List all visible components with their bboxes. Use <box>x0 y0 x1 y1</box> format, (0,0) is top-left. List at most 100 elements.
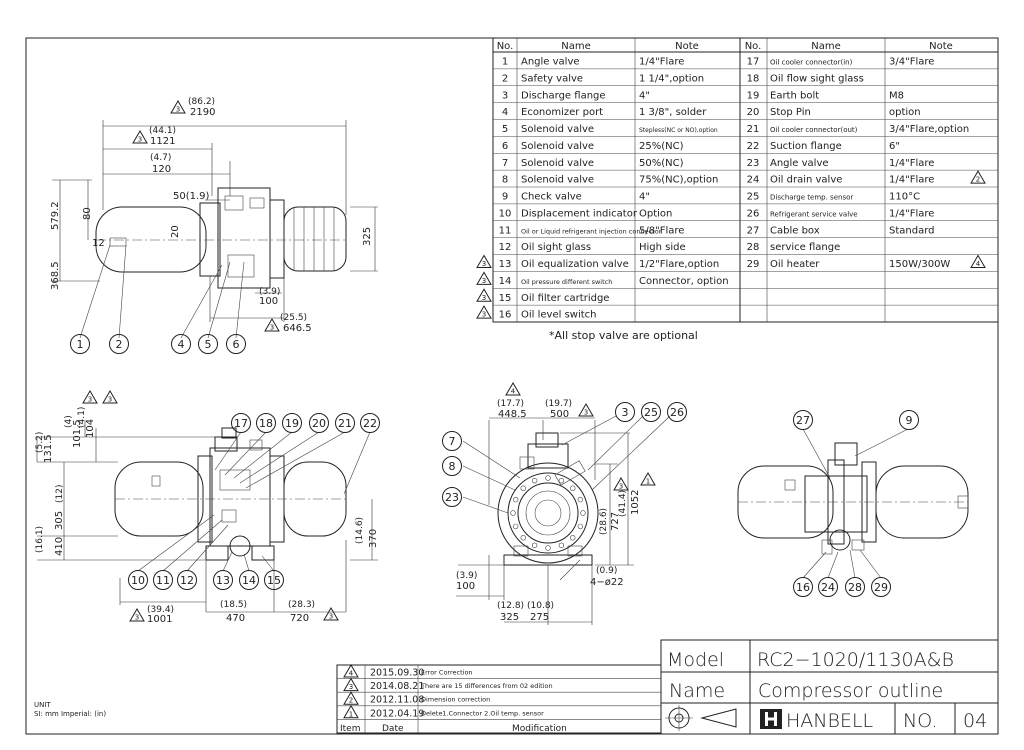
part-no: 23 <box>747 158 760 169</box>
svg-text:101.5: 101.5 <box>72 419 83 448</box>
callout-number: 24 <box>821 581 835 594</box>
callout-19: 19 <box>282 413 302 433</box>
title-block: Model RC2−1020/1130A&B Name Compressor o… <box>660 639 999 735</box>
revision-triangle-icon: 4 <box>343 664 359 678</box>
revision-number: 4 <box>511 388 516 396</box>
callout-22: 22 <box>360 413 380 433</box>
svg-text:104: 104 <box>85 419 96 438</box>
revision-triangle-icon: 3 <box>170 100 186 114</box>
part-name: Solenoid valve <box>521 141 594 152</box>
table-revision-mark-icon: 2 <box>970 170 986 184</box>
revision-number: 2 <box>349 697 353 705</box>
part-no: 8 <box>502 175 508 186</box>
bolt-hole <box>577 523 584 530</box>
part-note: 4" <box>639 192 650 203</box>
table-revision-mark-icon: 3 <box>476 288 492 302</box>
part-no: 5 <box>502 124 508 135</box>
callout-23: 23 <box>442 487 462 507</box>
projection-symbol-icon <box>665 705 737 731</box>
svg-text:1052: 1052 <box>630 490 641 515</box>
unit-detail: SI: mm Imperial: (in) <box>34 710 106 718</box>
table-header: Note <box>675 41 699 52</box>
table-header: No. <box>497 41 514 52</box>
part-no: 7 <box>502 158 508 169</box>
part-note: Standard <box>889 225 935 236</box>
callout-number: 28 <box>848 581 862 594</box>
part-name: Oil cooler connector(out) <box>770 126 858 134</box>
callout-12: 12 <box>177 570 197 590</box>
revision-number: 3 <box>270 324 274 332</box>
model-label: Model <box>667 649 724 671</box>
callout-number: 18 <box>259 417 273 430</box>
part-note: 150W/300W <box>889 259 950 270</box>
brand-name: HANBELL <box>786 710 873 732</box>
table-header: Note <box>929 41 953 52</box>
revision-triangle-icon: 1 <box>640 472 656 486</box>
callout-17: 17 <box>231 413 251 433</box>
revision-number: 4 <box>349 670 354 678</box>
part-name: Angle valve <box>521 57 580 68</box>
callout-20: 20 <box>309 413 329 433</box>
front-view-flange <box>497 462 599 564</box>
part-name: Solenoid valve <box>521 158 594 169</box>
revision-number: 4 <box>976 260 981 268</box>
callout-1: 1 <box>70 334 90 354</box>
top-view-motor-housing <box>95 206 207 273</box>
svg-text:(44.1): (44.1) <box>149 126 176 136</box>
part-no: 10 <box>499 208 512 219</box>
svg-text:Item: Item <box>340 724 361 734</box>
bolt-hole <box>510 510 516 516</box>
revision-number: 3 <box>349 683 353 691</box>
part-no: 20 <box>747 107 760 118</box>
svg-text:100: 100 <box>259 296 278 307</box>
part-note: 4" <box>639 90 650 101</box>
part-name: Earth bolt <box>770 90 819 101</box>
part-name: Discharge flange <box>521 90 606 101</box>
part-name: Stop Pin <box>770 107 811 118</box>
revision-number: 3 <box>482 277 486 285</box>
revision-triangle-icon: 3 <box>323 607 339 621</box>
svg-text:325: 325 <box>362 227 373 246</box>
svg-text:1121: 1121 <box>150 136 175 147</box>
part-no: 21 <box>747 124 760 135</box>
bolt-hole <box>545 545 551 551</box>
part-name: service flange <box>770 242 840 253</box>
no-label: NO. <box>903 710 937 732</box>
svg-text:(28.6): (28.6) <box>599 508 609 535</box>
svg-text:(86.2): (86.2) <box>188 97 215 107</box>
callout-number: 14 <box>242 574 256 587</box>
part-note: 6" <box>889 141 900 152</box>
revision-modification: Dimension correction <box>421 696 490 704</box>
table-header: Name <box>811 41 841 52</box>
svg-text:(16.1): (16.1) <box>35 526 45 553</box>
part-no: 29 <box>747 259 760 270</box>
callout-number: 9 <box>906 414 913 427</box>
rear-view-cable-box <box>804 475 868 533</box>
svg-text:727: 727 <box>610 512 621 531</box>
part-name: Cable box <box>770 225 820 236</box>
bolt-hole <box>531 542 538 549</box>
part-note: 1/4"Flare <box>889 158 934 169</box>
name-value: Compressor outline <box>758 680 943 702</box>
side-view-compressor-block <box>209 447 271 547</box>
part-note: 5/8"Flare <box>639 225 684 236</box>
callout-number: 29 <box>874 581 888 594</box>
callout-16: 16 <box>793 577 813 597</box>
svg-text:100: 100 <box>456 581 475 592</box>
part-name: Oil filter cartridge <box>521 293 609 304</box>
callout-number: 13 <box>216 574 230 587</box>
callout-27: 27 <box>793 410 813 430</box>
callout-number: 15 <box>267 574 281 587</box>
part-note: 1/4"Flare <box>889 208 934 219</box>
table-footnote: *All stop valve are optional <box>549 329 698 342</box>
svg-text:305: 305 <box>54 511 65 530</box>
part-name: Oil pressure different switch <box>521 278 612 286</box>
